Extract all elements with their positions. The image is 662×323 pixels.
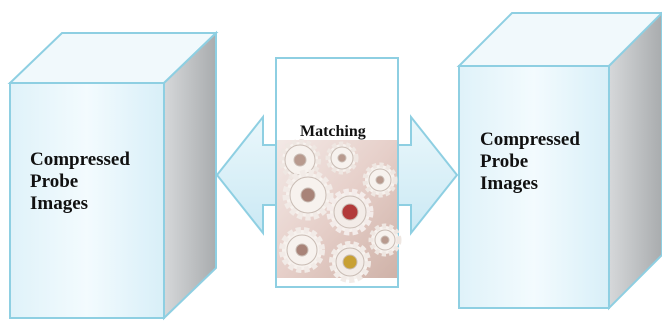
gears-image bbox=[277, 139, 402, 283]
right-box-label-line-1: Compressed bbox=[480, 129, 580, 150]
matching-label-text: Matching bbox=[300, 123, 366, 140]
left-box-label-line-3: Images bbox=[30, 193, 89, 214]
left-box-label-line-2: Probe bbox=[30, 171, 79, 192]
left-box-label-line-1: Compressed bbox=[30, 149, 130, 170]
left-box-side bbox=[163, 30, 217, 321]
center-panel bbox=[275, 57, 402, 288]
left-box-front bbox=[9, 82, 165, 319]
right-box-label-line-2: Probe bbox=[480, 151, 529, 172]
right-box bbox=[456, 11, 662, 311]
matching-label: Matching bbox=[300, 121, 366, 143]
right-box-front bbox=[458, 65, 610, 309]
left-box-label: Compressed Probe Images bbox=[30, 149, 130, 215]
right-box-label-line-3: Images bbox=[480, 173, 539, 194]
right-box-side bbox=[608, 11, 662, 311]
left-box bbox=[7, 30, 219, 321]
right-box-label: Compressed Probe Images bbox=[480, 129, 580, 195]
